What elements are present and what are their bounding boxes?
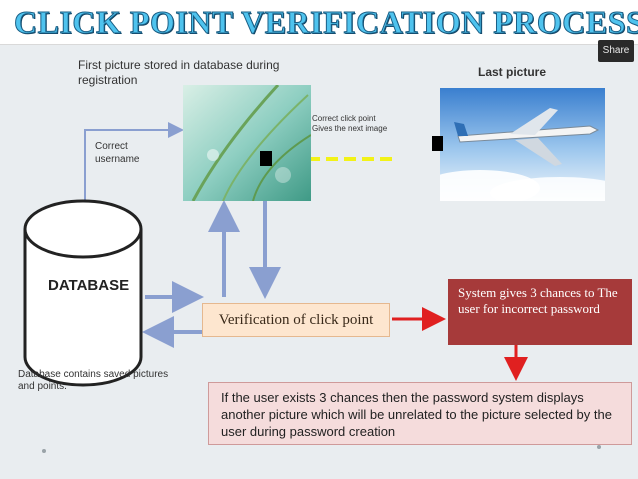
last-picture-art [440, 88, 605, 201]
click-point-marker [260, 151, 272, 166]
last-click-point-marker [432, 136, 443, 151]
verification-box: Verification of click point [202, 303, 390, 337]
chances-box: System gives 3 chances to The user for i… [448, 279, 632, 345]
database-note: Database contains saved pictures and poi… [18, 369, 169, 392]
first-picture-art [183, 85, 311, 201]
verification-label: Verification of click point [218, 312, 374, 328]
first-picture [183, 85, 311, 201]
slide-dot-right [597, 445, 601, 449]
username-arrow [84, 122, 184, 200]
result-label: If the user exists 3 chances then the pa… [221, 390, 612, 439]
last-picture [440, 88, 605, 201]
first-picture-label: First picture stored in database during … [78, 58, 280, 87]
chances-label: System gives 3 chances to The user for i… [458, 285, 618, 316]
share-button[interactable]: Share [598, 40, 634, 62]
result-box: If the user exists 3 chances then the pa… [208, 382, 632, 445]
database-label: DATABASE [48, 277, 130, 294]
slide-dot-left [42, 449, 46, 453]
correct-click-label: Correct click point Gives the next image [312, 114, 388, 133]
database-cylinder [23, 199, 143, 387]
last-picture-label: Last picture [478, 65, 547, 79]
slide-title: CLICK POINT VERIFICATION PROCESS [13, 4, 638, 41]
diagram-canvas: First picture stored in database during … [0, 45, 638, 479]
title-bar: CLICK POINT VERIFICATION PROCESS [0, 0, 638, 45]
correct-username-label: Correct username [95, 141, 140, 165]
